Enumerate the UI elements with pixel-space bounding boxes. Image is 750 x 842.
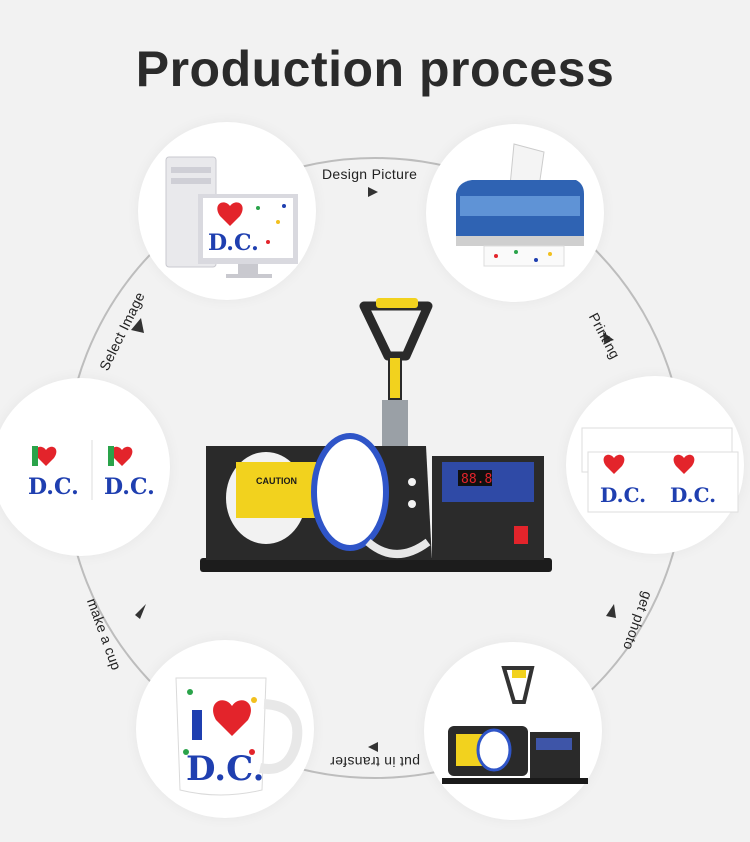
page-title: Production process xyxy=(135,41,615,97)
mug-artwork-text: D.C. xyxy=(186,749,264,789)
power-switch xyxy=(514,526,528,544)
svg-text:D.C.: D.C. xyxy=(670,483,716,507)
mug-clamp xyxy=(311,433,389,551)
step-node-printer xyxy=(426,124,604,302)
arrow-design-picture xyxy=(368,187,378,197)
svg-text:D.C.: D.C. xyxy=(104,474,155,500)
svg-text:D.C.: D.C. xyxy=(600,483,646,507)
step-node-press-small xyxy=(424,642,602,820)
step-node-image: D.C. D.C. xyxy=(0,378,170,556)
small-press-image xyxy=(442,666,588,784)
step-label-design-picture: Design Picture xyxy=(322,166,418,182)
caution-label: CAUTION xyxy=(256,476,297,486)
temperature-display: 88.8 xyxy=(461,472,492,487)
step-node-mug: D.C. xyxy=(136,640,314,818)
arrow-put-in-transfer xyxy=(368,742,378,752)
mug-image: D.C. xyxy=(175,677,303,796)
heating-element xyxy=(236,462,316,518)
computer-image: D.C. xyxy=(165,156,298,278)
printer-image xyxy=(456,143,584,267)
arrow-get-photo xyxy=(606,604,616,618)
handle-grip xyxy=(376,298,418,308)
arrow-select-image xyxy=(131,318,144,333)
step-node-transfer-prints: D.C. D.C. xyxy=(566,376,744,554)
arrow-make-cup xyxy=(135,604,146,619)
transfer-prints-image: D.C. D.C. xyxy=(581,427,739,513)
mug-heat-press-machine: CAUTION 88.8 xyxy=(200,298,552,572)
svg-text:D.C.: D.C. xyxy=(28,474,79,500)
selected-image: D.C. D.C. xyxy=(28,440,155,500)
arrow-printing xyxy=(603,332,614,343)
step-label-put-in-transfer: put in transfer xyxy=(329,754,420,770)
step-node-computer: D.C. xyxy=(138,122,316,300)
computer-artwork-text: D.C. xyxy=(208,230,259,256)
